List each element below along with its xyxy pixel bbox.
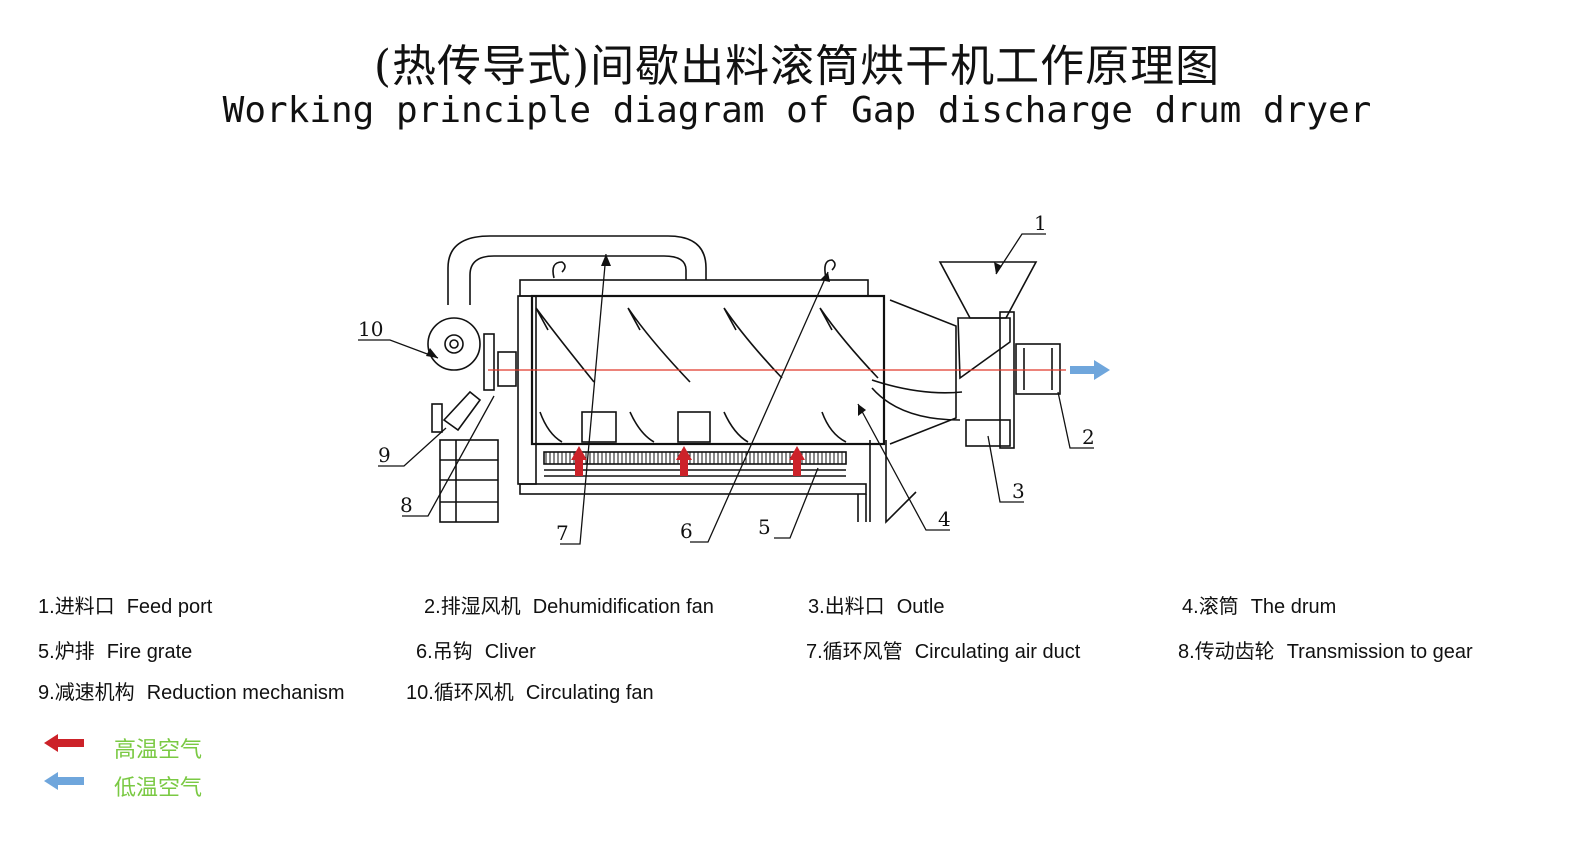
callout-2: 2 xyxy=(1082,425,1095,449)
callout-4: 4 xyxy=(938,507,951,531)
title-chinese: (热传导式)间歇出料滚筒烘干机工作原理图 xyxy=(373,41,1221,92)
circulating-fan xyxy=(427,317,481,371)
callout-9: 9 xyxy=(378,443,391,467)
exhaust-arrow xyxy=(1070,360,1110,380)
callout-10: 10 xyxy=(358,317,383,341)
hot-air-arrows xyxy=(571,446,805,476)
leader-heads xyxy=(426,254,1002,416)
callout-8: 8 xyxy=(400,493,413,517)
callout-6: 6 xyxy=(680,519,693,543)
cold-air-legend: 低温空气 xyxy=(40,770,240,801)
circulating-air-duct xyxy=(447,235,707,305)
dehumidification-fan xyxy=(1015,343,1061,395)
hot-air-legend: 高温空气 xyxy=(40,732,240,763)
machine-drawing xyxy=(427,235,1061,524)
cold-air-arrow-icon xyxy=(44,772,84,790)
hook-left xyxy=(552,261,566,279)
callout-1: 1 xyxy=(1034,211,1047,235)
callout-3: 3 xyxy=(1012,479,1025,503)
feed-hopper xyxy=(938,261,1038,319)
hot-air-arrow-icon xyxy=(44,734,84,752)
callout-7: 7 xyxy=(556,521,569,545)
title-english: Working principle diagram of Gap dischar… xyxy=(222,90,1372,131)
cold-air-label: 低温空气 xyxy=(114,776,203,801)
reduction-mechanism xyxy=(431,403,443,433)
callout-5: 5 xyxy=(758,515,771,539)
housing xyxy=(519,279,869,297)
hot-air-label: 高温空气 xyxy=(114,738,203,763)
fire-grate xyxy=(543,451,847,465)
leader-lines xyxy=(358,233,1094,545)
hook-right xyxy=(824,259,836,279)
